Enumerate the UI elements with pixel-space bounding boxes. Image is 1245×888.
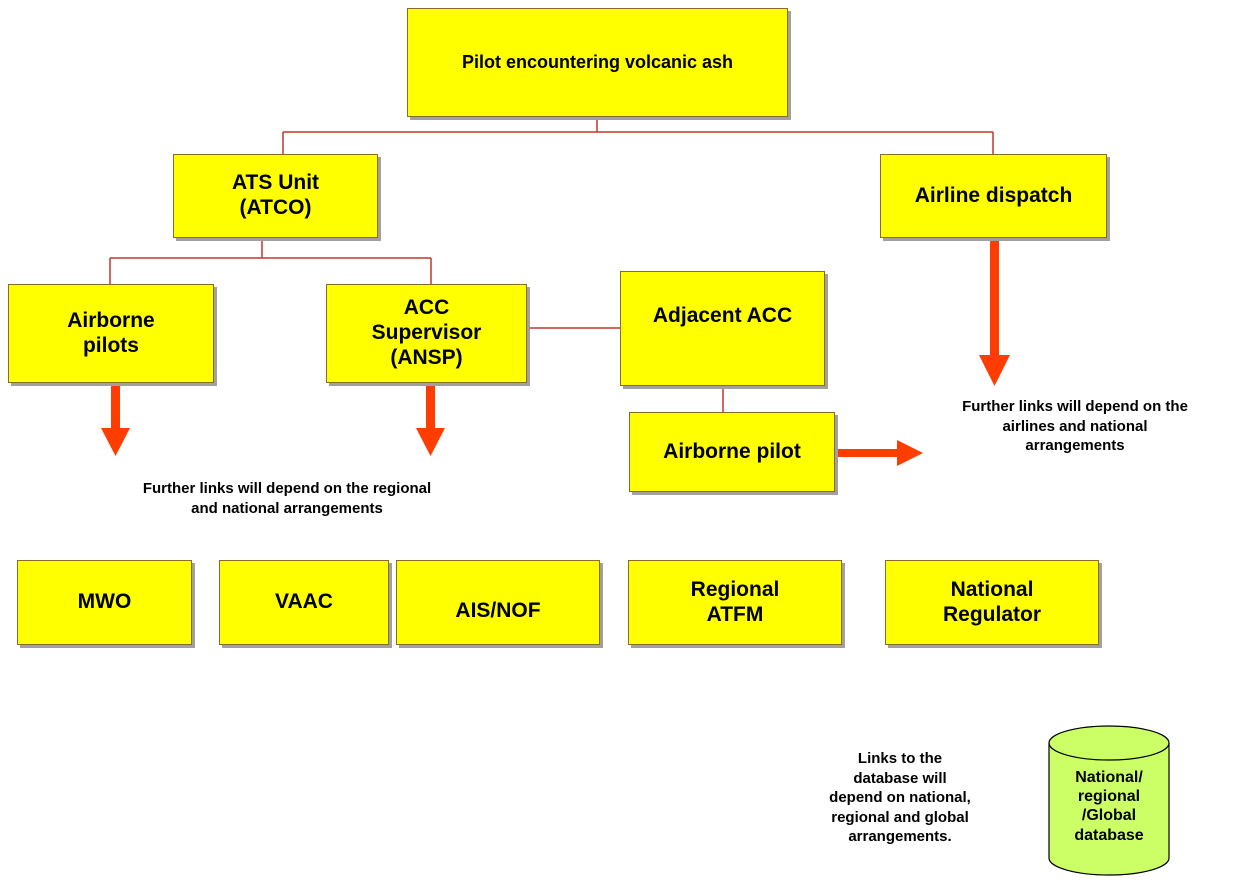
node-pilot-encountering-volcanic-ash: Pilot encountering volcanic ash <box>407 8 788 117</box>
arrow-down-airborne-pilots <box>101 385 130 456</box>
node-ais-nof: AIS/NOF <box>396 560 600 645</box>
note-database-arrangements: Links to the database will depend on nat… <box>829 750 971 845</box>
node-vaac: VAAC <box>219 560 389 645</box>
arrow-right-airborne-pilot <box>837 440 923 466</box>
database-cylinder-icon <box>1048 725 1170 876</box>
note-regional-arrangements: Further links will depend on the regiona… <box>142 480 432 517</box>
database-label: National/ regional /Global database <box>1074 769 1144 844</box>
node-acc-supervisor: ACC Supervisor (ANSP) <box>326 284 527 383</box>
node-mwo: MWO <box>17 560 192 645</box>
node-airborne-pilot: Airborne pilot <box>629 412 835 492</box>
node-adjacent-acc: Adjacent ACC <box>620 271 825 386</box>
node-regional-atfm: Regional ATFM <box>628 560 842 645</box>
node-ats-unit: ATS Unit (ATCO) <box>173 154 378 238</box>
node-airborne-pilots: Airborne pilots <box>8 284 214 383</box>
arrow-down-airline <box>979 240 1010 386</box>
node-airline-dispatch: Airline dispatch <box>880 154 1107 238</box>
node-national-regulator: National Regulator <box>885 560 1099 645</box>
note-airlines-arrangements: Further links will depend on the airline… <box>962 398 1188 454</box>
arrow-down-acc-supervisor <box>416 385 445 456</box>
